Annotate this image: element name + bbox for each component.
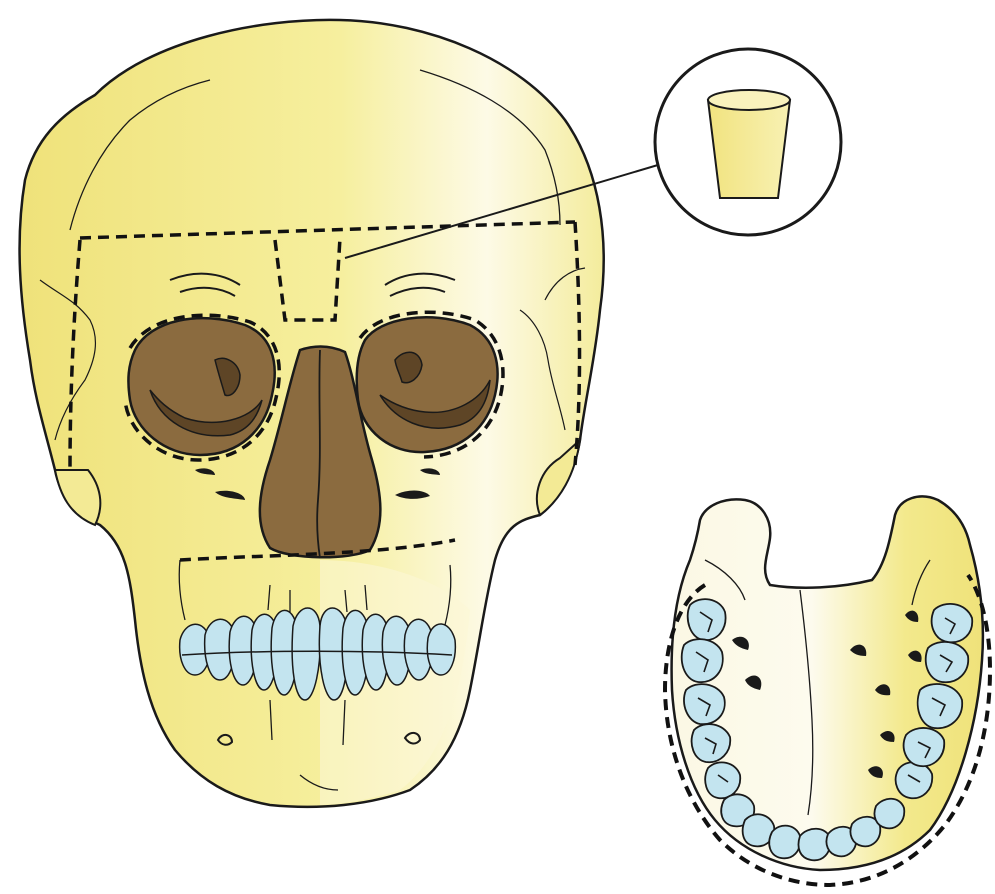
skull-frontal-view xyxy=(20,20,604,807)
graft-block-top xyxy=(708,90,790,110)
graft-block-body xyxy=(708,100,790,198)
right-orbit xyxy=(357,317,498,452)
maxilla-palatal-view xyxy=(665,496,990,885)
left-zygomatic xyxy=(55,470,100,525)
